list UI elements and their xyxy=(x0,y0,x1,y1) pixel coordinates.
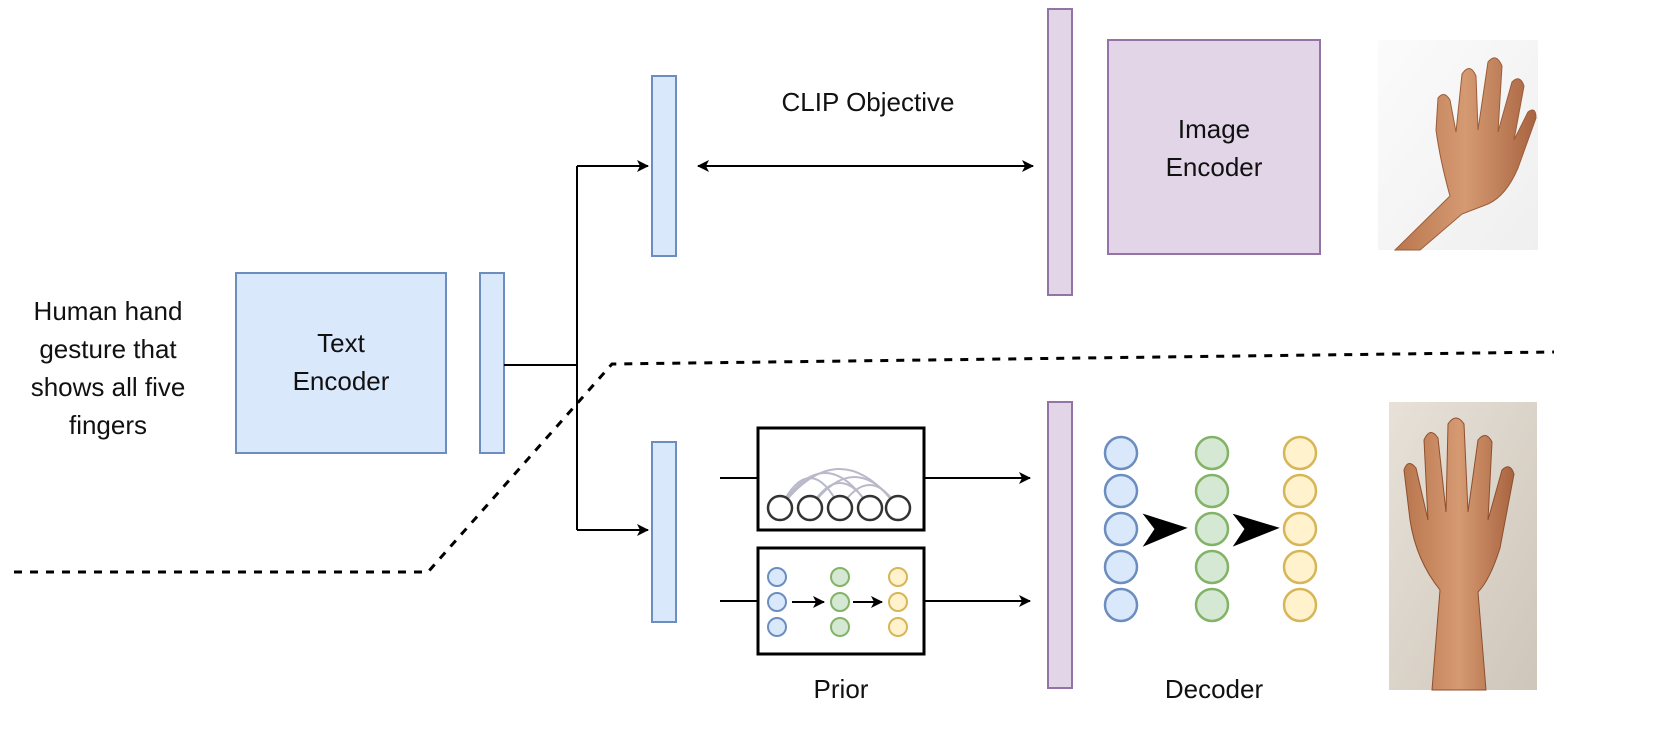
image-encoder-box xyxy=(1107,39,1321,255)
text-embedding-bar xyxy=(479,272,505,454)
generated-image-embedding-bar xyxy=(1047,401,1073,689)
prior-transformer-option xyxy=(720,426,1031,532)
token-node xyxy=(856,494,884,522)
raised-hand-photo-icon xyxy=(1378,40,1538,251)
decoder-output-node xyxy=(1282,435,1318,471)
prior-diffusion-option xyxy=(720,546,1031,656)
text-encoder-label-line-2: Encoder xyxy=(293,366,390,396)
decoder-network-icon xyxy=(1103,435,1318,623)
decoder-layer-arrow xyxy=(1142,513,1188,547)
bottom-hand-shape xyxy=(1403,417,1515,691)
image-encoder-block: Image Encoder xyxy=(1107,39,1321,255)
image-embedding-bar xyxy=(1047,8,1073,296)
image-encoder-label-line-1: Image xyxy=(1178,114,1250,144)
decoder-hidden-node xyxy=(1194,511,1230,547)
clip-text-embedding-bar xyxy=(651,75,677,257)
hidden-node xyxy=(830,617,850,637)
decoder-hidden-node xyxy=(1194,473,1230,509)
hidden-node xyxy=(830,592,850,612)
token-node xyxy=(826,494,854,522)
decoder-hidden-node xyxy=(1194,435,1230,471)
prior-label: Prior xyxy=(814,674,869,704)
output-node xyxy=(888,617,908,637)
autoregressive-transformer-icon xyxy=(766,468,912,522)
clip-objective-label: CLIP Objective xyxy=(782,87,955,117)
hidden-node xyxy=(830,567,850,587)
top-hand-shape xyxy=(1393,57,1537,251)
input-node xyxy=(767,592,787,612)
decoder-hidden-node xyxy=(1194,587,1230,623)
decoder-hidden-node xyxy=(1194,549,1230,585)
decoder-output-node xyxy=(1282,549,1318,585)
token-node xyxy=(884,494,912,522)
output-node xyxy=(888,567,908,587)
token-node xyxy=(766,494,794,522)
decoder-output-node xyxy=(1282,511,1318,547)
generated-hand-photo-icon xyxy=(1389,402,1537,691)
prior-input-embedding-bar xyxy=(651,441,677,623)
image-encoder-label-line-2: Encoder xyxy=(1166,152,1263,182)
caption-line-2: gesture that xyxy=(39,334,177,364)
prompt-caption: Human hand gesture that shows all five f… xyxy=(31,296,186,440)
diffusion-network-icon xyxy=(767,567,908,637)
decoder-input-node xyxy=(1103,549,1139,585)
text-embedding-connector xyxy=(504,160,649,536)
text-encoder-box xyxy=(235,272,447,454)
decoder-label: Decoder xyxy=(1165,674,1264,704)
caption-line-3: shows all five xyxy=(31,372,186,402)
caption-line-4: fingers xyxy=(69,410,147,440)
output-node xyxy=(888,592,908,612)
decoder-input-node xyxy=(1103,435,1139,471)
text-encoder-label-line-1: Text xyxy=(317,328,365,358)
decoder-layer-arrow xyxy=(1232,513,1280,547)
token-node xyxy=(796,494,824,522)
text-encoder-block: Text Encoder xyxy=(235,272,447,454)
decoder-input-node xyxy=(1103,511,1139,547)
decoder-input-node xyxy=(1103,473,1139,509)
decoder-output-node xyxy=(1282,473,1318,509)
input-node xyxy=(767,567,787,587)
decoder-output-node xyxy=(1282,587,1318,623)
input-node xyxy=(767,617,787,637)
decoder-input-node xyxy=(1103,587,1139,623)
caption-line-1: Human hand xyxy=(34,296,183,326)
